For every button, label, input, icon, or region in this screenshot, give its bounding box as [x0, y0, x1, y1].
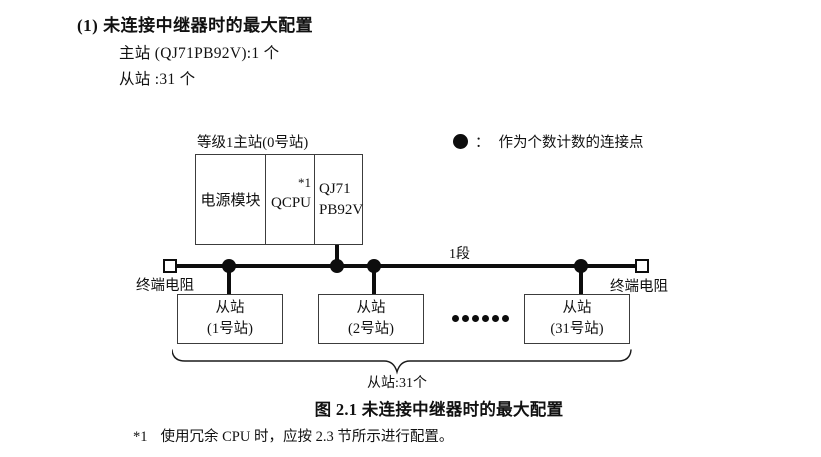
brace-label: 从站:31个	[367, 376, 427, 391]
terminating-resistor-icon-right	[635, 259, 649, 273]
terminating-resistor-label-right: 终端电阻	[610, 279, 668, 295]
connection-point-dot	[222, 259, 236, 273]
legend-text: 作为个数计数的连接点	[498, 135, 644, 151]
legend: ： 作为个数计数的连接点	[453, 131, 644, 152]
slave-station-box-31: 从站 (31号站)	[524, 294, 630, 344]
slave2-stub-line	[372, 267, 376, 294]
connection-point-icon	[453, 134, 468, 149]
slave-name: 从站	[562, 299, 592, 316]
master-station-box: 电源模块 *1 QCPU QJ71 PB92V	[195, 154, 363, 245]
slave-station-number: (31号站)	[550, 321, 604, 337]
slave31-stub-line	[579, 267, 583, 294]
pb92v-label-line1: QJ71	[319, 181, 351, 198]
slave-station-box-2: 从站 (2号站)	[318, 294, 424, 344]
connection-point-dot	[367, 259, 381, 273]
slave-name: 从站	[356, 299, 386, 316]
slave-station-number: (2号站)	[348, 321, 394, 337]
bus-line	[171, 264, 643, 268]
slave-station-box-1: 从站 (1号站)	[177, 294, 283, 344]
legend-separator: ：	[475, 135, 490, 151]
connection-point-dot	[330, 259, 344, 273]
footnote: *1 使用冗余 CPU 时，应按 2.3 节所示进行配置。	[133, 425, 453, 446]
master-drop-line	[335, 245, 339, 266]
terminating-resistor-icon-left	[163, 259, 177, 273]
slaves-brace	[172, 349, 632, 375]
footnote-text: 使用冗余 CPU 时，应按 2.3 节所示进行配置。	[160, 429, 454, 445]
master-station-label: 等级1主站(0号站)	[197, 135, 309, 151]
cpu-footnote-marker: *1	[298, 175, 311, 190]
slave-station-number: (1号站)	[207, 321, 253, 337]
master-count-text: 主站 (QJ71PB92V):1 个	[119, 45, 280, 62]
qcpu-cell: *1 QCPU	[266, 155, 315, 244]
terminating-resistor-label-left: 终端电阻	[136, 278, 194, 294]
pb92v-label-line2: PB92V	[319, 201, 364, 218]
footnote-marker: *1	[133, 429, 148, 445]
qcpu-label: QCPU	[271, 195, 312, 211]
connection-point-dot	[574, 259, 588, 273]
slave1-stub-line	[227, 267, 231, 294]
slave-count-text: 从站 :31 个	[119, 71, 196, 88]
segment-label: 1段	[449, 247, 470, 262]
slave-name: 从站	[215, 299, 245, 316]
qj71pb92v-cell: QJ71 PB92V	[315, 155, 364, 244]
section-heading: (1) 未连接中继器时的最大配置	[77, 16, 314, 35]
omitted-slaves-dots-icon	[452, 314, 509, 322]
power-module-cell: 电源模块	[196, 155, 266, 244]
figure-caption: 图 2.1 未连接中继器时的最大配置	[314, 400, 564, 419]
